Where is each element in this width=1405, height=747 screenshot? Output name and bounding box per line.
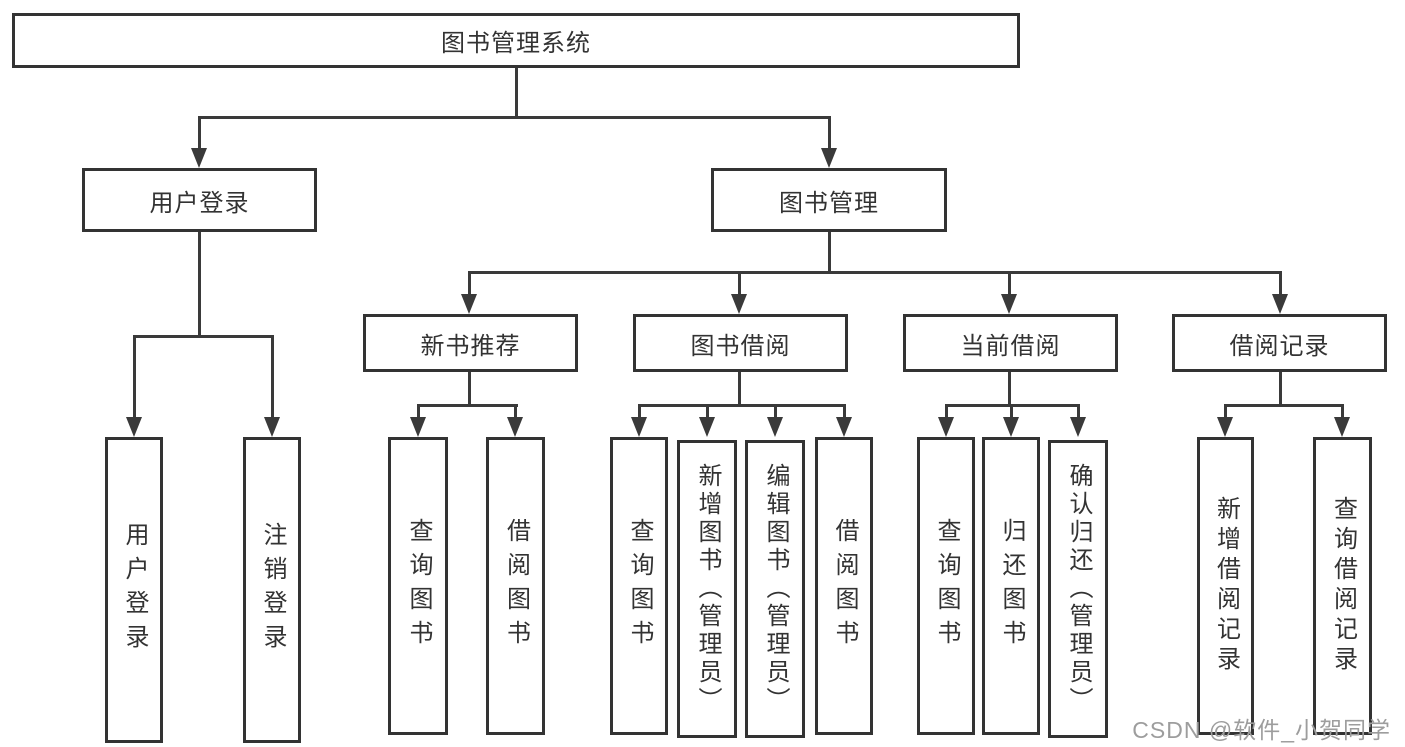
leaf-borrow-edit-admin: 编辑图书（管理员）: [745, 440, 805, 738]
leaf-logout: 注销登录: [243, 437, 301, 743]
leaf-return-book: 归还图书: [982, 437, 1040, 735]
arrowhead: [631, 417, 647, 437]
arrowhead: [191, 148, 207, 168]
connector-line: [945, 404, 948, 419]
node-user-login: 用户登录: [82, 168, 317, 232]
leaf-borrow-query: 查询图书: [610, 437, 668, 735]
arrowhead: [731, 294, 747, 314]
connector-line: [198, 232, 201, 337]
connector-line: [1077, 404, 1080, 419]
connector-line: [1008, 372, 1011, 407]
connector-line: [638, 404, 641, 419]
arrowhead: [1272, 294, 1288, 314]
connector-line: [133, 335, 136, 419]
arrowhead: [410, 417, 426, 437]
connector-line: [468, 271, 1282, 274]
connector-line: [738, 271, 741, 296]
leaf-label: 注销登录: [259, 522, 286, 658]
leaf-label: 借阅图书: [831, 518, 858, 654]
leaf-label: 归还图书: [998, 518, 1025, 654]
connector-line: [828, 116, 831, 150]
connector-line: [468, 372, 471, 407]
leaf-borrow-book: 借阅图书: [815, 437, 873, 735]
connector-line: [514, 404, 517, 419]
connector-line: [828, 232, 831, 274]
leaf-label: 查询图书: [626, 518, 653, 654]
connector-line: [1224, 404, 1344, 407]
connector-line: [1224, 404, 1227, 419]
connector-line: [843, 404, 846, 419]
node-borrow-record: 借阅记录: [1172, 314, 1387, 372]
arrowhead: [836, 417, 852, 437]
leaf-label: 借阅图书: [502, 518, 530, 654]
arrowhead: [938, 417, 954, 437]
leaf-label: 查询图书: [405, 518, 432, 654]
leaf-label: 新增借阅记录: [1212, 496, 1240, 676]
arrowhead: [507, 417, 523, 437]
arrowhead: [461, 294, 477, 314]
connector-line: [638, 404, 846, 407]
connector-line: [271, 335, 274, 419]
leaf-label: 新增图书（管理员）: [694, 463, 721, 715]
node-new-book-recommend: 新书推荐: [363, 314, 578, 372]
connector-line: [468, 271, 471, 296]
leaf-newbook-query: 查询图书: [388, 437, 448, 735]
connector-line: [515, 68, 518, 118]
connector-line: [1279, 271, 1282, 296]
leaf-label: 用户登录: [121, 522, 148, 658]
connector-line: [417, 404, 518, 407]
node-root-system: 图书管理系统: [12, 13, 1020, 68]
leaf-current-query: 查询图书: [917, 437, 975, 735]
leaf-label: 编辑图书（管理员）: [762, 463, 789, 715]
arrowhead: [126, 417, 142, 437]
arrowhead: [821, 148, 837, 168]
connector-line: [738, 372, 741, 407]
leaf-confirm-return-admin: 确认归还（管理员）: [1048, 440, 1108, 738]
arrowhead: [1001, 294, 1017, 314]
arrowhead: [1334, 417, 1350, 437]
leaf-label: 查询图书: [933, 518, 960, 654]
node-current-borrow: 当前借阅: [903, 314, 1118, 372]
node-book-management: 图书管理: [711, 168, 947, 232]
leaf-add-borrow-record: 新增借阅记录: [1197, 437, 1254, 735]
leaf-newbook-borrow: 借阅图书: [486, 437, 545, 735]
arrowhead: [699, 417, 715, 437]
connector-line: [1341, 404, 1344, 419]
connector-line: [1008, 271, 1011, 296]
leaf-label: 查询借阅记录: [1329, 496, 1357, 676]
leaf-query-borrow-record: 查询借阅记录: [1313, 437, 1372, 735]
connector-line: [1010, 404, 1013, 419]
connector-line: [706, 404, 709, 419]
arrowhead: [1070, 417, 1086, 437]
connector-line: [417, 404, 420, 419]
arrowhead: [264, 417, 280, 437]
node-book-borrow: 图书借阅: [633, 314, 848, 372]
arrowhead: [1217, 417, 1233, 437]
arrowhead: [767, 417, 783, 437]
connector-line: [1279, 372, 1282, 407]
leaf-borrow-add-admin: 新增图书（管理员）: [677, 440, 737, 738]
connector-line: [133, 335, 274, 338]
csdn-watermark: CSDN @软件_小贺同学: [1132, 717, 1391, 743]
connector-line: [774, 404, 777, 419]
leaf-label: 确认归还（管理员）: [1065, 463, 1092, 715]
arrowhead: [1003, 417, 1019, 437]
connector-line: [198, 116, 831, 119]
connector-line: [198, 116, 201, 150]
leaf-user-login: 用户登录: [105, 437, 163, 743]
